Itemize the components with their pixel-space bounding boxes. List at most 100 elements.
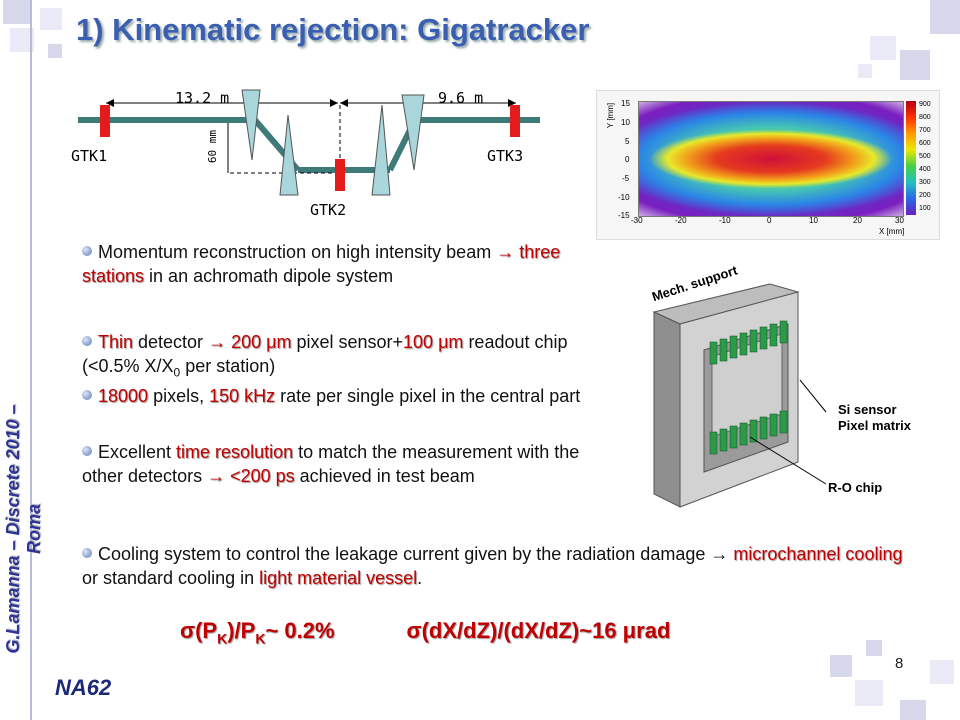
offset-label: 60 mm: [206, 129, 220, 164]
highlight: time resolution: [176, 442, 294, 462]
magnet-4: [401, 94, 425, 171]
bullet-text: per station): [180, 356, 276, 376]
gtk3-label: GTK3: [487, 147, 524, 165]
scale-tick: 300: [919, 179, 931, 186]
scale-tick: 700: [919, 127, 931, 134]
scale-tick: 200: [919, 192, 931, 199]
heatmap-frame: Y [mm] X [mm] -30 -20 -10 0 10 20 30 15 …: [596, 90, 940, 240]
bullet-text: Cooling system to control the leakage cu…: [98, 544, 711, 564]
bullet-dot-icon: [82, 390, 92, 401]
y-tick: 0: [625, 155, 630, 164]
x-tick: -20: [675, 216, 687, 225]
highlight: → three stations: [82, 242, 561, 286]
chip-pointer: [749, 436, 827, 485]
deco-square: [900, 50, 930, 80]
formula-subscript: K: [217, 630, 228, 647]
gtk3-station: [510, 105, 520, 137]
gtk2-label: GTK2: [310, 201, 347, 219]
ro-chips: [709, 320, 788, 455]
y-tick: -10: [618, 193, 630, 202]
module-illustration: [652, 283, 827, 508]
deco-square: [930, 0, 960, 34]
sigma-symbol: σ: [406, 618, 422, 643]
gtk2-station: [335, 159, 345, 191]
magnet-1: [241, 89, 261, 161]
bullet-thin-detector: Thin detector → 200 μm pixel sensor+100 …: [82, 330, 622, 385]
bullet-text: rate per single pixel in the central par…: [275, 386, 581, 406]
deco-square: [870, 36, 896, 60]
gtk1-station: [100, 105, 110, 137]
deco-square: [3, 0, 31, 24]
highlight: 150 kHz: [209, 386, 276, 406]
dim-arrow: [340, 99, 348, 107]
bullet-time-resolution: Excellent time resolution to match the m…: [82, 440, 622, 488]
bullet-pixels: 18000 pixels, 150 kHz rate per single pi…: [82, 384, 622, 408]
sensor-label-2: Pixel matrix: [838, 418, 911, 433]
highlight: 100 μm: [403, 332, 464, 352]
bullet-momentum: Momentum reconstruction on high intensit…: [82, 240, 602, 288]
bullet-dot-icon: [82, 246, 92, 257]
heatmap-plot: [638, 101, 904, 217]
support-frame: [653, 311, 681, 508]
bullet-text: .: [417, 568, 423, 588]
bullet-dot-icon: [82, 548, 92, 559]
x-tick: 0: [767, 216, 772, 225]
resolution-formula: σ(PK)/PK~ 0.2%σ(dX/dZ)/(dX/dZ)~16 μrad: [180, 618, 670, 646]
highlight: → 200 μm: [208, 332, 292, 352]
page-number: 8: [895, 655, 904, 672]
formula-text: rad: [636, 618, 671, 643]
highlight: → <200 ps: [207, 466, 295, 486]
deco-square: [830, 655, 852, 677]
bullet-text: pixels,: [148, 386, 210, 406]
bullet-text: or standard cooling in: [82, 568, 260, 588]
dim-arrow: [106, 99, 114, 107]
side-line: [30, 0, 32, 720]
y-tick: 5: [625, 137, 630, 146]
deco-square: [855, 680, 883, 706]
bullet-text: in an achromath dipole system: [144, 266, 394, 286]
mu-symbol: μ: [622, 618, 637, 643]
deco-square: [866, 640, 882, 656]
sensor-label-1: Si sensor: [838, 402, 897, 417]
scale-tick: 100: [919, 205, 931, 212]
bullet-text: to match the measurement with the other …: [82, 442, 580, 486]
highlight: 18000: [98, 386, 149, 406]
sensor-pointer: [799, 379, 827, 413]
x-axis-label: X [mm]: [879, 227, 905, 236]
magnet-3: [371, 104, 391, 196]
bullet-dot-icon: [82, 336, 92, 347]
bullet-text: pixel sensor+: [291, 332, 404, 352]
deco-square: [48, 44, 62, 58]
dim-arrow: [330, 99, 338, 107]
sigma-symbol: σ: [180, 618, 196, 643]
subscript: 0: [173, 365, 181, 380]
x-tick: 30: [895, 216, 904, 225]
bullet-text: Excellent: [98, 442, 177, 462]
deco-square: [40, 8, 62, 30]
side-text: G.Lamanna – Discrete 2010 – Roma: [3, 404, 44, 654]
formula-text: (dX/dZ)/(dX/dZ)~16: [421, 618, 623, 643]
scale-tick: 900: [919, 101, 931, 108]
x-tick: 10: [809, 216, 818, 225]
deco-square: [930, 660, 954, 684]
x-tick: -30: [631, 216, 643, 225]
y-tick: 10: [621, 118, 630, 127]
bullet-cooling: Cooling system to control the leakage cu…: [82, 542, 912, 590]
page-title: 1) Kinematic rejection: Gigatracker: [76, 12, 590, 47]
magnet-2: [279, 114, 299, 196]
scale-tick: 800: [919, 114, 931, 121]
dist-left-label: 13.2 m: [175, 89, 230, 107]
formula-text: (P: [195, 618, 218, 643]
y-tick: -15: [618, 211, 630, 220]
deco-square: [858, 64, 872, 78]
scale-tick: 600: [919, 140, 931, 147]
x-tick: 20: [853, 216, 862, 225]
bullet-text: detector: [133, 332, 209, 352]
dist-right-label: 9.6 m: [438, 89, 484, 107]
y-tick: 15: [621, 99, 630, 108]
bullet-text: Momentum reconstruction on high intensit…: [98, 242, 497, 262]
x-tick: -10: [719, 216, 731, 225]
highlight: Thin: [98, 332, 134, 352]
formula-subscript: K: [255, 630, 266, 647]
gtk1-label: GTK1: [71, 147, 108, 165]
